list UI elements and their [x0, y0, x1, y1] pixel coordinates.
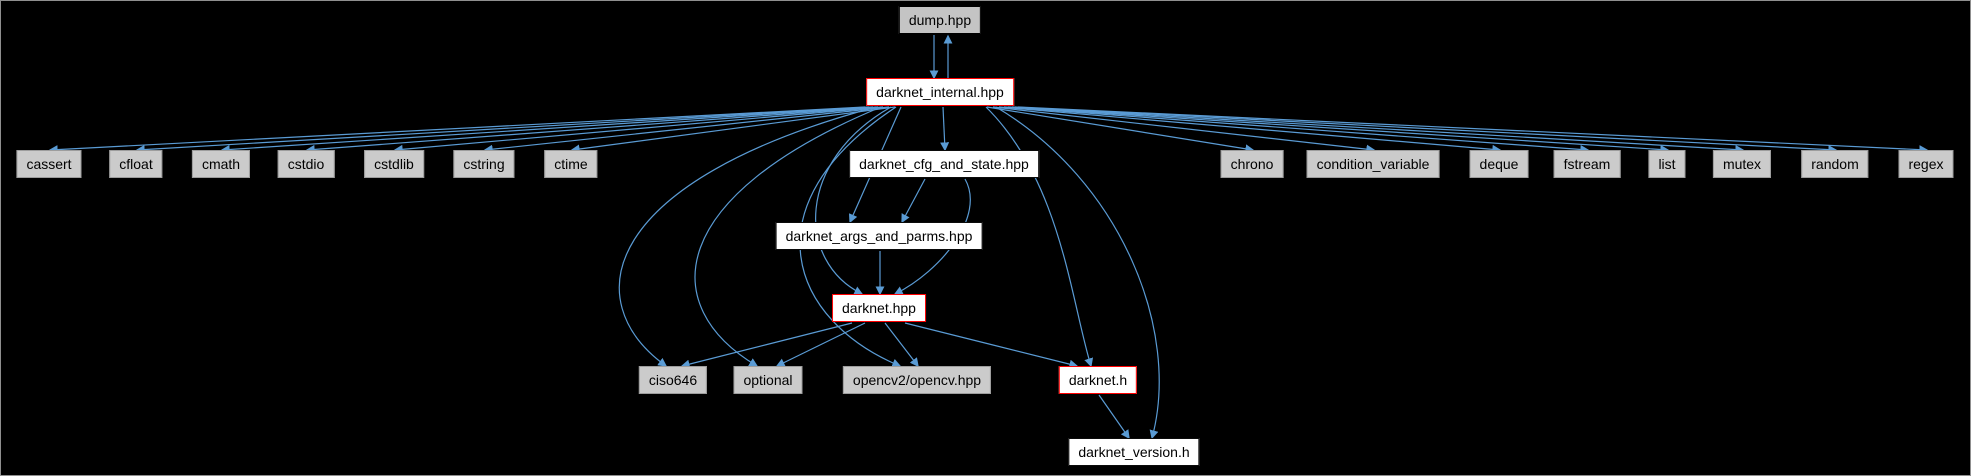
edge-internal-to-optional [694, 106, 882, 367]
edge-internal-to-fstream [1003, 106, 1590, 154]
edge-darknet_hpp-to-darknet_h [904, 322, 1079, 369]
edge-internal-to-darknet_h [985, 106, 1094, 368]
node-list: list [1648, 150, 1686, 178]
edge-internal-to-list [1007, 106, 1670, 154]
edge-internal-to-cfloat [135, 106, 870, 155]
edge-internal-to-random [1014, 106, 1838, 155]
edge-darknet_h-to-version [1098, 394, 1130, 440]
edge-darknet_hpp-to-ciso646 [680, 322, 853, 369]
edge-internal-to-ctime [570, 106, 896, 154]
edge-cfg-to-args [901, 178, 926, 224]
node-ciso646: ciso646 [638, 366, 708, 394]
node-chrono: chrono [1220, 150, 1284, 178]
edge-internal-to-opencv [799, 106, 902, 368]
node-regex: regex [1898, 150, 1954, 178]
node-optional: optional [733, 366, 803, 394]
edge-internal-to-condition_variable [992, 106, 1376, 154]
edge-internal-to-ciso646 [618, 106, 877, 367]
node-random: random [1801, 150, 1869, 178]
edge-internal-to-regex [1017, 106, 1929, 155]
node-version[interactable]: darknet_version.h [1068, 438, 1200, 466]
node-darknet_h[interactable]: darknet.h [1058, 366, 1138, 394]
edge-internal-to-cstdio [305, 106, 879, 154]
node-cstdlib: cstdlib [364, 150, 424, 178]
node-cassert: cassert [16, 150, 82, 178]
node-condition_variable: condition_variable [1306, 150, 1440, 178]
edge-internal-to-version [995, 106, 1160, 440]
edge-internal-to-mutex [1011, 106, 1745, 155]
edge-internal-to-cassert [48, 106, 866, 155]
node-cstring: cstring [453, 150, 515, 178]
edge-internal-to-cstring [483, 106, 890, 154]
node-cstdio: cstdio [277, 150, 335, 178]
edge-internal-to-cstdlib [393, 106, 884, 154]
node-cmath: cmath [191, 150, 251, 178]
node-args[interactable]: darknet_args_and_parms.hpp [775, 222, 983, 250]
edge-internal-to-deque [998, 106, 1502, 154]
node-opencv: opencv2/opencv.hpp [842, 366, 992, 394]
node-internal[interactable]: darknet_internal.hpp [866, 78, 1014, 106]
node-darknet_hpp[interactable]: darknet.hpp [832, 294, 926, 322]
edge-internal-to-cmath [220, 106, 874, 154]
edge-darknet_hpp-to-opencv [884, 322, 919, 368]
edge-internal-to-chrono [986, 106, 1255, 154]
node-cfloat: cfloat [109, 150, 163, 178]
edge-internal-to-darknet_hpp [815, 106, 892, 295]
edge-darknet_hpp-to-optional [775, 322, 866, 367]
edge-internal-to-cfg [940, 106, 950, 152]
node-cfg[interactable]: darknet_cfg_and_state.hpp [849, 150, 1039, 178]
node-ctime: ctime [544, 150, 598, 178]
node-mutex: mutex [1712, 150, 1772, 178]
node-fstream: fstream [1553, 150, 1621, 178]
node-dump: dump.hpp [898, 6, 982, 34]
node-deque: deque [1469, 150, 1529, 178]
